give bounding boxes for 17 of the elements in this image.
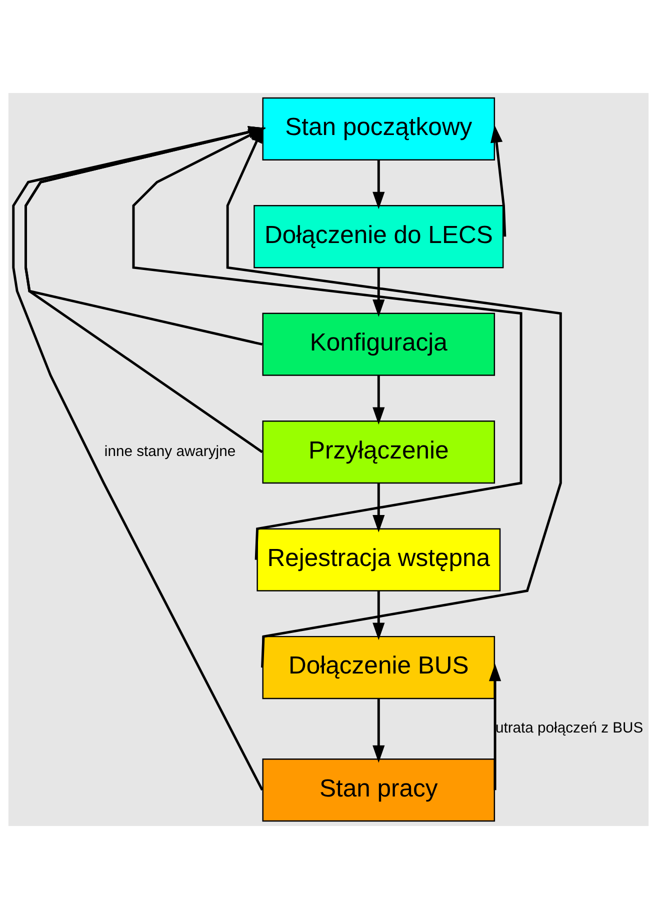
edge-label: inne stany awaryjne: [104, 444, 236, 460]
node-box: Stan początkowy: [262, 97, 496, 160]
node-box: Konfiguracja: [262, 312, 496, 376]
arrow: [490, 125, 506, 237]
node-box: Rejestracja wstępna: [256, 528, 501, 592]
arrow: [372, 483, 385, 532]
arrow: [372, 590, 385, 640]
arrow: [372, 268, 385, 317]
arrow: [372, 160, 385, 210]
node-box: Dołączenie BUS: [262, 636, 496, 700]
node-box: Dołączenie do LECS: [254, 205, 504, 268]
node-box: Stan pracy: [262, 758, 496, 822]
arrow: [372, 699, 385, 763]
arrow: [372, 375, 385, 425]
arrow: [488, 664, 502, 790]
edge-label: utrata połączeń z BUS: [495, 720, 644, 737]
node-box: Przyłączenie: [262, 420, 496, 484]
